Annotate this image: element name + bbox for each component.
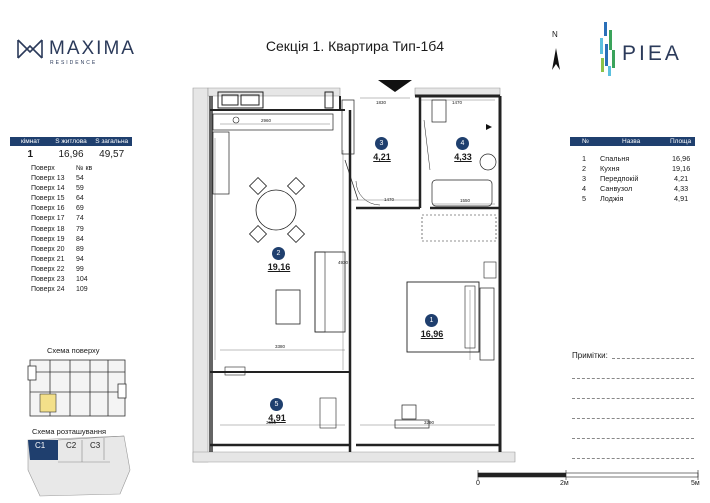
piea-logo-text: PIEA: [622, 42, 682, 65]
section-c2: C2: [66, 441, 77, 450]
room-3-area: 4,21: [373, 152, 391, 162]
piea-logo-icon: [600, 22, 615, 76]
room-4-area: 4,33: [454, 152, 472, 162]
maxima-logo-icon: [17, 39, 43, 59]
section-c3: C3: [90, 441, 101, 450]
rooms-header-name: Назва: [622, 138, 641, 145]
info-table-header: кімнат S житлова S загальна: [10, 137, 132, 146]
floor-scheme-label: Схема поверху: [47, 346, 100, 355]
room-3-number: 3: [375, 137, 388, 150]
dim-label: 3380: [275, 344, 286, 349]
dim-label: 4930: [338, 260, 349, 265]
info-header-total: S загальна: [95, 138, 129, 145]
info-header-rooms: кімнат: [20, 138, 40, 145]
room-2-area: 19,16: [267, 262, 291, 272]
dim-label: 1830: [376, 100, 387, 105]
notes-label: Примітки:: [572, 351, 608, 360]
location-scheme-label: Схема розташування: [32, 427, 107, 436]
rooms-header-area: Площа: [670, 138, 692, 145]
info-table-values: 1 16,96 49,57: [10, 149, 132, 160]
piea-logo: [598, 20, 698, 87]
scale-label-2m: 2м: [560, 480, 569, 487]
dim-label: 2960: [261, 118, 272, 123]
room-1-area: 16,96: [420, 329, 444, 339]
dim-label: 3690: [266, 420, 277, 425]
page-title: Секція 1. Квартира Тип-1б4: [265, 38, 445, 54]
room-5-area: 4,91: [268, 413, 286, 423]
dim-label: 1470: [384, 197, 395, 202]
room-2-number: 2: [272, 247, 285, 260]
scale-label-0: 0: [476, 480, 480, 487]
note-line: [572, 378, 694, 379]
scale-label-5m: 5м: [691, 480, 700, 487]
rooms-header-num: №: [582, 138, 589, 145]
info-value-living: 16,96: [58, 149, 84, 160]
note-line: [572, 438, 694, 439]
floor-col-header: Поверх: [31, 165, 55, 172]
north-label: N: [552, 30, 558, 39]
room-4-number: 4: [456, 137, 469, 150]
info-header-living: S житлова: [55, 138, 87, 145]
note-line: [572, 458, 694, 459]
note-line: [572, 398, 694, 399]
rooms-table-header: № Назва Площа: [570, 137, 695, 146]
dim-label: 1470: [452, 100, 463, 105]
maxima-logo-sub: RESIDENCE: [50, 60, 98, 66]
dim-label: 3290: [424, 420, 435, 425]
section-c1: C1: [35, 441, 46, 450]
room-1-number: 1: [425, 314, 438, 327]
maxima-logo-name: MAXIMA: [49, 38, 136, 59]
apt-col-header: № кв: [76, 165, 93, 172]
floor-list-header: Поверх № кв: [31, 164, 92, 174]
dim-label: 1550: [460, 198, 471, 203]
info-value-total: 49,57: [99, 149, 125, 160]
info-value-rooms: 1: [27, 149, 34, 160]
maxima-logo: MAXIMA RESIDENCE: [17, 38, 136, 66]
room-5-number: 5: [270, 398, 283, 411]
note-line: [572, 418, 694, 419]
note-line: [612, 358, 694, 359]
